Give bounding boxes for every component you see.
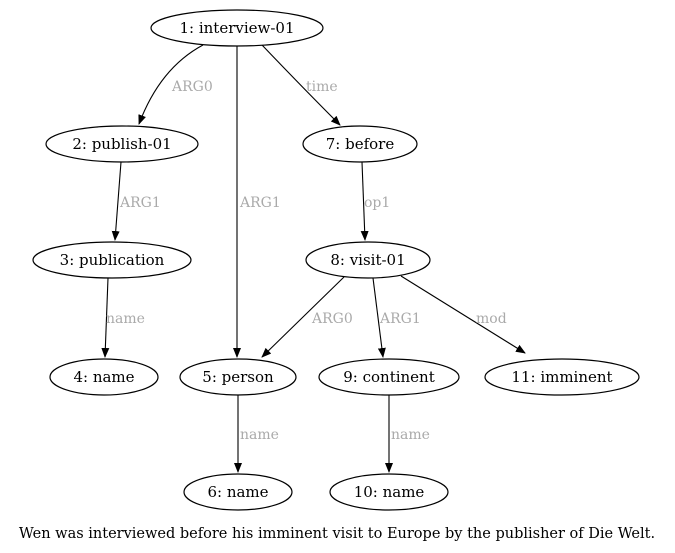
node-n5: 5: person: [179, 358, 297, 396]
node-n11: 11: imminent: [484, 358, 640, 396]
edge-arrow: [261, 44, 341, 126]
node-ellipse: [305, 241, 431, 279]
edge-n5-to-n6: name: [234, 395, 279, 473]
node-ellipse: [179, 358, 297, 396]
edge-label: name: [106, 311, 145, 327]
edge-arrow: [111, 161, 122, 241]
edge-label: ARG0: [311, 311, 353, 327]
edge-arrow: [360, 161, 369, 241]
node-n10: 10: name: [329, 473, 449, 511]
node-ellipse: [484, 358, 640, 396]
node-n7: 7: before: [302, 125, 418, 163]
node-n4: 4: name: [49, 358, 159, 396]
node-ellipse: [45, 125, 199, 163]
node-n3: 3: publication: [32, 241, 192, 279]
node-ellipse: [150, 9, 324, 47]
node-label: 11: imminent: [511, 368, 612, 386]
edge-n8-to-n5: ARG0: [261, 276, 353, 358]
edge-label: name: [240, 427, 279, 443]
edge-arrow: [138, 44, 204, 125]
node-n1: 1: interview-01: [150, 9, 324, 47]
nodes-layer: 1: interview-01 2: publish-01 3: publicati…: [32, 9, 640, 511]
node-label: 8: visit-01: [330, 251, 405, 269]
edge-arrow: [101, 277, 110, 358]
node-label: 2: publish-01: [72, 135, 171, 153]
edge-n2-to-n3: ARG1: [111, 161, 161, 241]
sentence-caption: Wen was interviewed before his imminent …: [19, 526, 655, 542]
edge-n3-to-n4: name: [101, 277, 145, 358]
edge-n1-to-n5: ARG1: [233, 46, 281, 358]
edge-n8-to-n11: mod: [400, 275, 526, 354]
edge-label: op1: [364, 195, 390, 211]
edge-label: name: [391, 427, 430, 443]
edge-label: ARG0: [171, 79, 213, 95]
node-label: 10: name: [354, 483, 425, 501]
node-label: 4: name: [73, 368, 134, 386]
edge-arrow: [400, 275, 526, 354]
node-label: 5: person: [202, 368, 274, 386]
node-label: 9: continent: [343, 368, 435, 386]
node-label: 6: name: [207, 483, 268, 501]
node-label: 7: before: [326, 135, 395, 153]
node-n9: 9: continent: [318, 358, 460, 396]
node-n6: 6: name: [183, 473, 293, 511]
node-ellipse: [32, 241, 192, 279]
edge-label: time: [306, 79, 338, 95]
node-ellipse: [183, 473, 293, 511]
edge-n8-to-n9: ARG1: [372, 277, 421, 358]
node-ellipse: [329, 473, 449, 511]
node-ellipse: [318, 358, 460, 396]
node-n2: 2: publish-01: [45, 125, 199, 163]
edge-arrow: [372, 277, 386, 358]
node-n8: 8: visit-01: [305, 241, 431, 279]
edge-n1-to-n2: ARG0: [138, 44, 213, 125]
node-label: 3: publication: [60, 251, 165, 269]
edge-label: mod: [476, 311, 507, 327]
node-label: 1: interview-01: [179, 19, 294, 37]
edge-label: ARG1: [119, 195, 161, 211]
edge-n7-to-n8: op1: [360, 161, 390, 241]
edge-n9-to-n10: name: [385, 395, 430, 473]
edge-label: ARG1: [239, 195, 281, 211]
edge-n1-to-n7: time: [261, 44, 341, 126]
node-ellipse: [302, 125, 418, 163]
edge-label: ARG1: [379, 311, 421, 327]
node-ellipse: [49, 358, 159, 396]
edge-arrow: [261, 276, 345, 358]
